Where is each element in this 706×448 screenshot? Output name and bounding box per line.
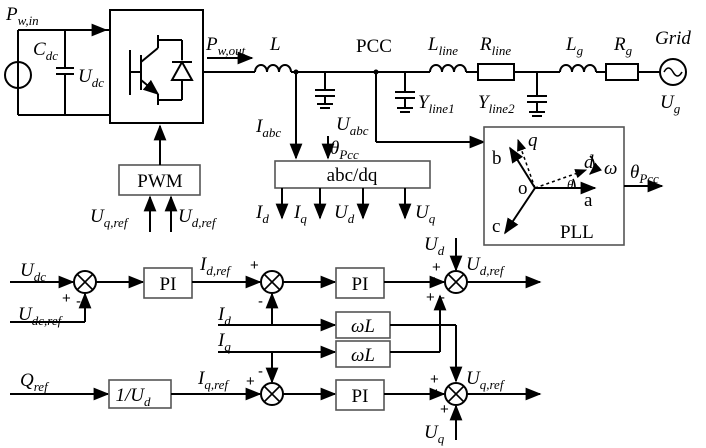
uq-plus-sign-bottom: +: [440, 401, 449, 418]
grid-source-symbol: [659, 58, 687, 86]
theta-pcc-in-label: θPcc: [330, 138, 359, 162]
wl-id-label: ωL: [351, 316, 375, 337]
inductor-lline-symbol: [429, 64, 467, 73]
pw-out-label: Pw,out: [205, 34, 246, 58]
iq-out-label: Iq: [293, 202, 307, 226]
ud-plus-sign-bottom: +: [426, 289, 435, 306]
pll-origin-label: o: [518, 178, 528, 199]
yline2-label: Yline2: [478, 92, 515, 116]
iqref-label: Iq,ref: [197, 368, 230, 392]
iq-feed-label: Iq: [217, 330, 231, 354]
pll-c-axis: [504, 187, 536, 235]
udref-out-label: Ud,ref: [466, 254, 506, 278]
udcref-input-label: Udc,ref: [18, 304, 64, 328]
power-circuit: Pw,in Cdc Udc: [4, 4, 691, 124]
rg-label: Rg: [613, 34, 633, 58]
current-source-symbol: [4, 61, 32, 89]
pll-section: ω d q b a c o θ PLL θPcc: [483, 126, 664, 246]
pwm-uqref-label: Uq,ref: [90, 206, 130, 230]
udc-plus-sign: +: [62, 290, 71, 307]
sum-junction-udc: [73, 270, 97, 294]
converter-block: [109, 9, 204, 124]
pll-a-label: a: [584, 190, 593, 211]
pll-name-label: PLL: [560, 222, 594, 243]
pcc-label: PCC: [356, 36, 392, 57]
resistor-rline-symbol: [477, 63, 515, 81]
yline1-symbol: [395, 72, 415, 113]
pll-b-axis: [509, 146, 536, 189]
pw-in-label: Pw,in: [5, 4, 39, 28]
qref-input-label: Qref: [20, 370, 50, 394]
yline1-label: Yline1: [418, 92, 455, 116]
inv-ud-block: [108, 379, 172, 409]
pi-id-label: PI: [352, 274, 369, 295]
inductor-lg-symbol: [559, 64, 597, 73]
uabc-label: Uabc: [336, 114, 369, 138]
pi-iq-label: PI: [352, 386, 369, 407]
resistor-rg-symbol: [605, 63, 639, 81]
sum-junction-id: [260, 270, 284, 294]
uq-plus-sign-left: +: [432, 385, 441, 402]
inductor-l-label: L: [269, 34, 281, 55]
pll-b-label: b: [492, 148, 502, 169]
inv-ud-label: 1/Ud: [116, 385, 152, 409]
uq-out-label: Uq: [415, 202, 436, 226]
udc-input-label: Udc: [20, 260, 46, 284]
pll-q-label: q: [528, 130, 538, 151]
id-minus-sign: -: [258, 293, 263, 310]
pwm-block: [118, 164, 201, 196]
ud-out-label: Ud: [334, 202, 355, 226]
cdc-label: Cdc: [33, 39, 58, 63]
filter-capacitor-symbol: [315, 72, 335, 109]
dc-capacitor-symbol: [56, 30, 74, 115]
id-out-label: Id: [255, 202, 269, 226]
sum-junction-ud: [444, 270, 468, 294]
wl-block-iq: [335, 340, 391, 368]
iq-minus-sign: -: [258, 363, 263, 380]
pll-output-label: θPcc: [630, 162, 659, 186]
sum-junction-iq: [260, 382, 284, 406]
pwm-section: PWM Uq,ref Ud,ref: [90, 124, 218, 232]
uq-feed-label: Uq: [424, 422, 445, 446]
pi-block-udc: [143, 267, 193, 299]
udc-label: Udc: [78, 66, 104, 90]
pll-omega-label: ω: [604, 158, 617, 179]
pi-block-iq: [335, 379, 385, 411]
grid-label: Grid: [655, 28, 691, 49]
pwm-udref-label: Ud,ref: [178, 206, 218, 230]
pi-block-id: [335, 267, 385, 299]
abc-dq-label: abc/dq: [327, 165, 378, 186]
ud-plus-sign-top: +: [432, 259, 441, 276]
pll-d-label: d: [584, 152, 594, 173]
abc-dq-block: [274, 160, 431, 189]
pwm-label: PWM: [137, 171, 183, 192]
uq-plus-sign-top: +: [430, 371, 439, 388]
id-plus-sign: +: [250, 257, 259, 274]
lg-label: Lg: [565, 34, 584, 58]
pll-block: [483, 126, 625, 246]
ud-plus-sign-left: +: [430, 273, 439, 290]
pll-c-label: c: [492, 216, 500, 237]
pi-udc-label: PI: [160, 274, 177, 295]
measurement-section: Iabc Uabc θPcc abc/dq Id Iq Ud Uq: [255, 69, 486, 226]
rline-label: Rline: [479, 34, 511, 58]
uqref-out-label: Uq,ref: [466, 368, 506, 392]
lline-label: Lline: [427, 34, 458, 58]
pll-q-axis: [517, 138, 536, 189]
iq-plus-sign: +: [246, 373, 255, 390]
control-section: Udc Udc,ref + - PI Id,ref + - PI: [10, 234, 542, 446]
pll-theta-label: θ: [567, 177, 574, 192]
wl-iq-label: ωL: [351, 345, 375, 366]
id-feed-label: Id: [217, 304, 231, 328]
udc-minus-sign: -: [76, 293, 81, 310]
ud-feed-label: Ud: [424, 234, 445, 258]
iabc-label: Iabc: [255, 116, 281, 140]
yline2-symbol: [527, 72, 547, 117]
inductor-l-symbol: [254, 64, 292, 73]
idref-label: Id,ref: [199, 254, 232, 278]
ug-label: Ug: [660, 92, 681, 116]
